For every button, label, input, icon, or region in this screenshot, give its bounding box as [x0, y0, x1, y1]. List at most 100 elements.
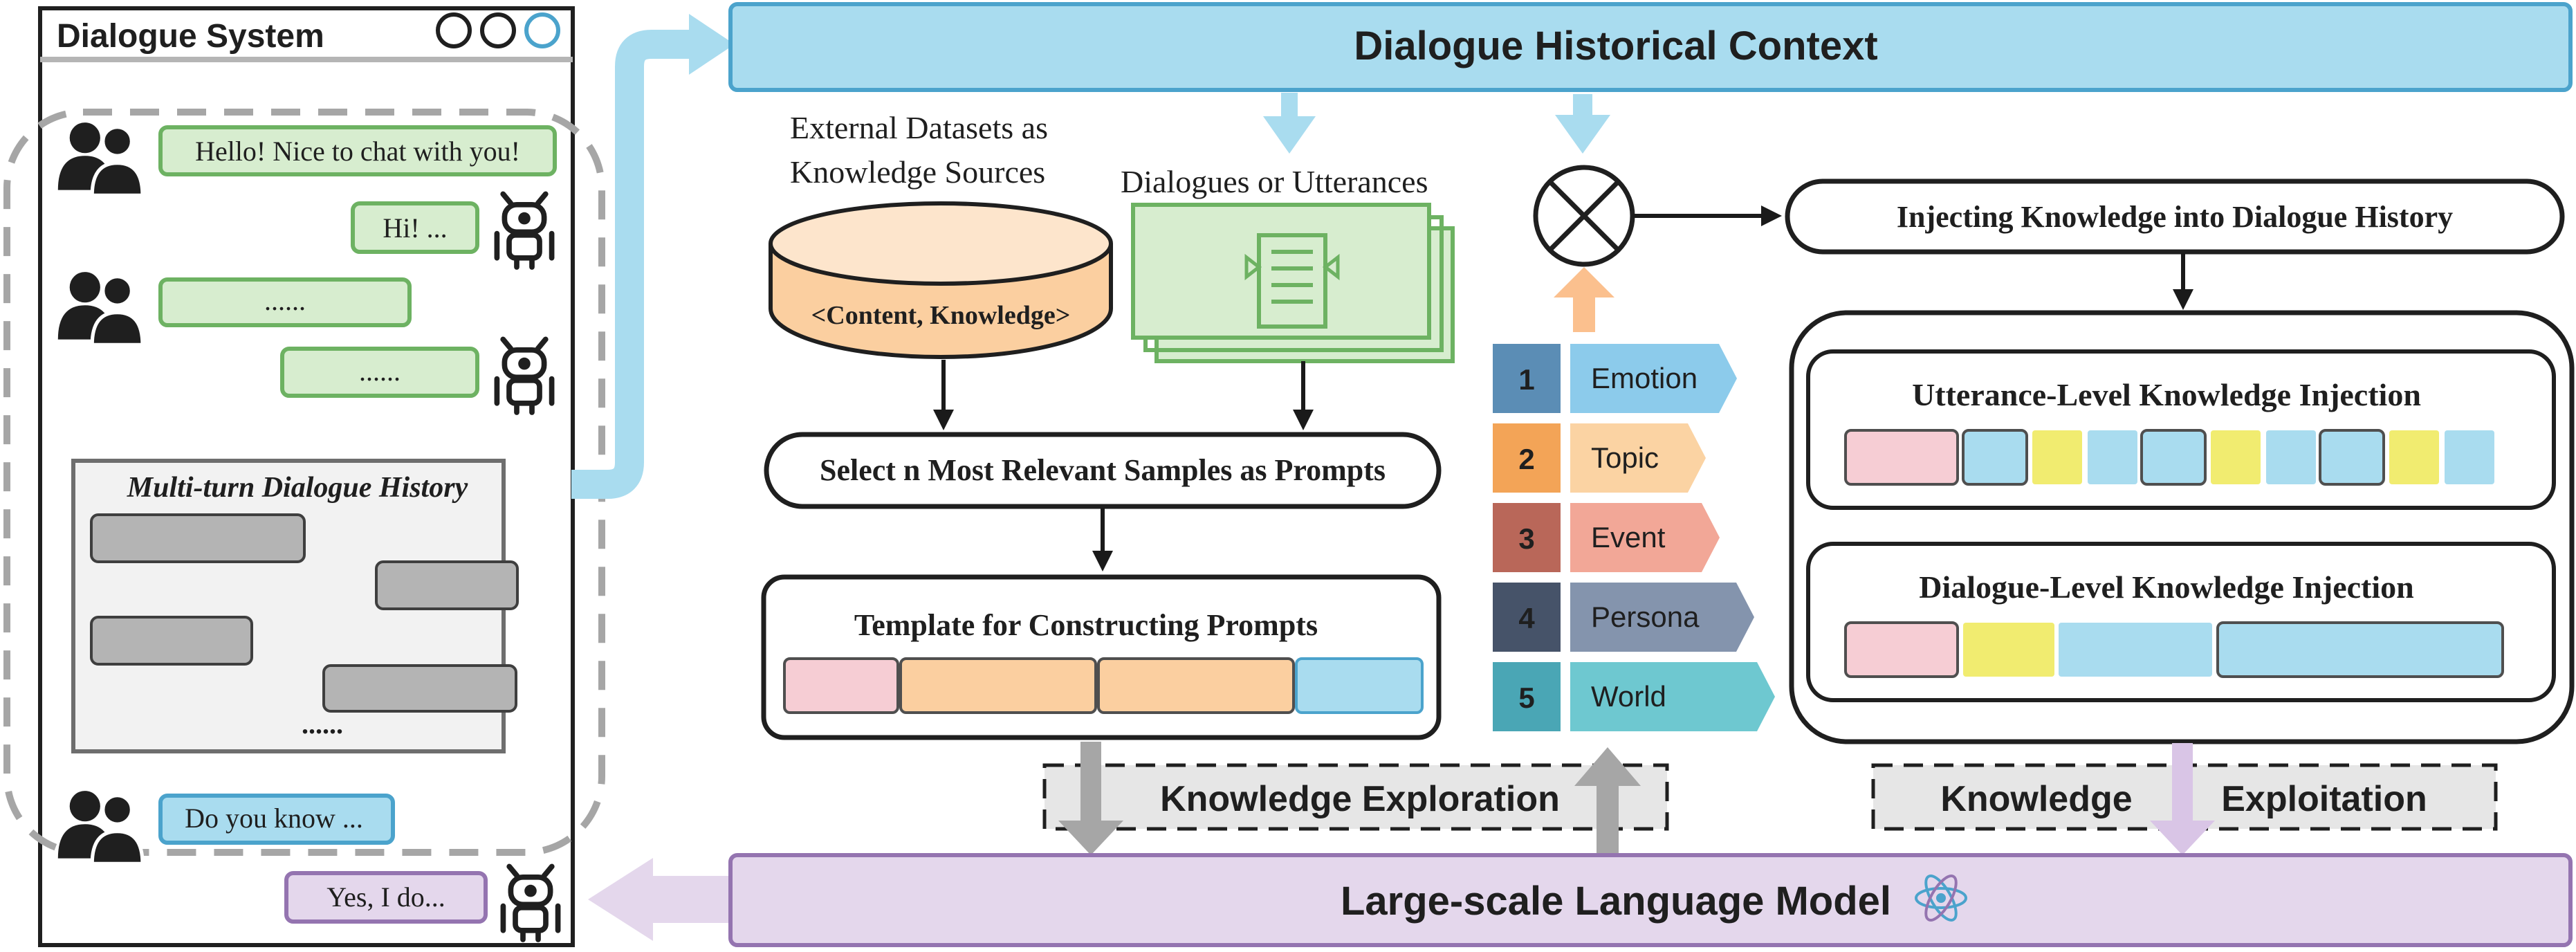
- knowledge-type-number: 5: [1518, 681, 1534, 714]
- knowledge-exploitation-label: Knowledge: [1940, 779, 2132, 819]
- connector-arrowhead: [689, 14, 735, 75]
- llm-bar: [728, 853, 2573, 947]
- context-down-arrow: [1263, 93, 1316, 154]
- knowledge-type-number-box: [1493, 423, 1561, 493]
- knowledge-type-number: 1: [1518, 363, 1534, 396]
- exploitation-down-arrow: [2150, 743, 2215, 855]
- knowledge-exploration-band: [1042, 763, 1669, 831]
- knowledge-type-topic: 2 Topic: [1493, 423, 1706, 493]
- exploration-down-arrow: [1058, 742, 1123, 855]
- knowledge-type-persona: 4 Persona: [1493, 583, 1754, 652]
- utterance-slots: [1844, 429, 2494, 486]
- knowledge-type-event: 3 Event: [1493, 503, 1720, 572]
- knowledge-type-label: World: [1591, 680, 1666, 713]
- injection-slot: [2088, 430, 2137, 484]
- dialogue-level-label: Dialogue-Level Knowledge Injection: [1919, 569, 2414, 605]
- select-samples-box: [764, 432, 1442, 509]
- knowledge-type-arrow: [1570, 344, 1737, 413]
- knowledge-type-number-box: [1493, 503, 1561, 572]
- template-label: Template for Constructing Prompts: [854, 608, 1318, 642]
- history-to-context-connector: [571, 30, 692, 499]
- context-down-arrow: [1555, 94, 1610, 154]
- chat-bubble-bot: [284, 871, 488, 924]
- types-up-arrow: [1554, 267, 1614, 332]
- history-ellipsis: ......: [302, 708, 343, 740]
- context-title: Dialogue Historical Context: [1354, 24, 1877, 68]
- knowledge-type-list: 1 Emotion 2 Topic 3 Event 4 Persona 5 World: [1493, 344, 1775, 731]
- injection-slot: [2266, 430, 2316, 484]
- window-controls-icon: [436, 12, 560, 48]
- chat-bubble-user: [158, 794, 395, 845]
- knowledge-exploration-label: Knowledge Exploration: [1160, 779, 1560, 819]
- chat-bubble-user: [158, 125, 557, 176]
- document-stack-icon: [1131, 203, 1455, 363]
- chat-message: Hi! ...: [383, 212, 447, 244]
- template-slot: [899, 657, 1097, 714]
- injection-slot: [2445, 430, 2494, 484]
- injection-slot: [2216, 621, 2504, 678]
- injection-slot: [2032, 430, 2082, 484]
- knowledge-type-number-box: [1493, 583, 1561, 652]
- database-label: <Content, Knowledge>: [811, 301, 1071, 330]
- knowledge-type-world: 5 World: [1493, 662, 1775, 731]
- chat-bubble-bot: [351, 201, 479, 254]
- chat-message: ......: [359, 356, 401, 387]
- injection-slot: [1962, 429, 2028, 486]
- atom-icon: [1915, 875, 1967, 922]
- dialogue-system-panel: Dialogue System Hello! Nice to chat with…: [3, 6, 605, 947]
- window-circle-icon: [436, 12, 472, 48]
- injection-slot: [1844, 429, 1959, 486]
- knowledge-type-arrow: [1570, 503, 1720, 572]
- multi-turn-history-box: Multi-turn Dialogue History ......: [71, 459, 519, 753]
- template-slot: [783, 657, 899, 714]
- chat-bubble-bot: [280, 347, 479, 398]
- llm-to-dialogue-arrow: [588, 858, 730, 941]
- dialogue-slots: [1844, 621, 2504, 678]
- combine-icon: [1533, 165, 1635, 267]
- knowledge-type-number: 4: [1518, 602, 1535, 634]
- window-circle-icon: [524, 12, 560, 48]
- knowledge-type-number: 2: [1518, 443, 1534, 475]
- utterance-level-label: Utterance-Level Knowledge Injection: [1912, 377, 2421, 412]
- knowledge-type-arrow: [1570, 423, 1706, 493]
- chat-message: ......: [264, 285, 306, 316]
- history-turn-block: [375, 560, 519, 610]
- injection-slot: [1963, 623, 2054, 677]
- injection-slot: [2059, 623, 2212, 677]
- history-turn-block: [90, 513, 306, 563]
- knowledge-type-arrow: [1570, 583, 1754, 652]
- history-turn-block: [322, 664, 517, 713]
- chat-message: Hello! Nice to chat with you!: [195, 136, 520, 167]
- history-title: Multi-turn Dialogue History: [127, 472, 468, 504]
- select-samples-label: Select n Most Relevant Samples as Prompt…: [820, 453, 1386, 487]
- knowledge-type-label: Event: [1591, 521, 1666, 553]
- injection-slot: [2211, 430, 2261, 484]
- dialogue-system-title: Dialogue System: [57, 18, 324, 55]
- template-slot: [1097, 657, 1295, 714]
- injection-slot: [2140, 429, 2207, 486]
- knowledge-type-label: Persona: [1591, 601, 1700, 633]
- injection-slot: [2389, 430, 2439, 484]
- knowledge-type-emotion: 1 Emotion: [1493, 344, 1737, 413]
- datasets-label: External Datasets as: [790, 110, 1048, 145]
- knowledge-exploitation-label: Exploitation: [2221, 779, 2427, 819]
- knowledge-type-number-box: [1493, 662, 1561, 731]
- template-slots: [783, 657, 1424, 714]
- knowledge-type-number: 3: [1518, 522, 1534, 555]
- llm-title: Large-scale Language Model: [1341, 879, 1891, 924]
- knowledge-type-number-box: [1493, 344, 1561, 413]
- injection-slot: [2319, 429, 2385, 486]
- dialogue-historical-context-bar: [728, 2, 2573, 92]
- injection-slot: [1844, 621, 1959, 678]
- database-icon: [769, 201, 1113, 359]
- chat-message: Do you know ...: [185, 803, 363, 834]
- knowledge-type-label: Topic: [1591, 441, 1659, 474]
- injecting-knowledge-box: [1785, 178, 2565, 255]
- chat-bubble-user: [158, 277, 412, 327]
- template-slot: [1295, 657, 1424, 714]
- knowledge-type-arrow: [1570, 662, 1775, 731]
- exploration-up-arrow: [1574, 747, 1641, 854]
- window-circle-icon: [480, 12, 516, 48]
- knowledge-type-label: Emotion: [1591, 362, 1698, 394]
